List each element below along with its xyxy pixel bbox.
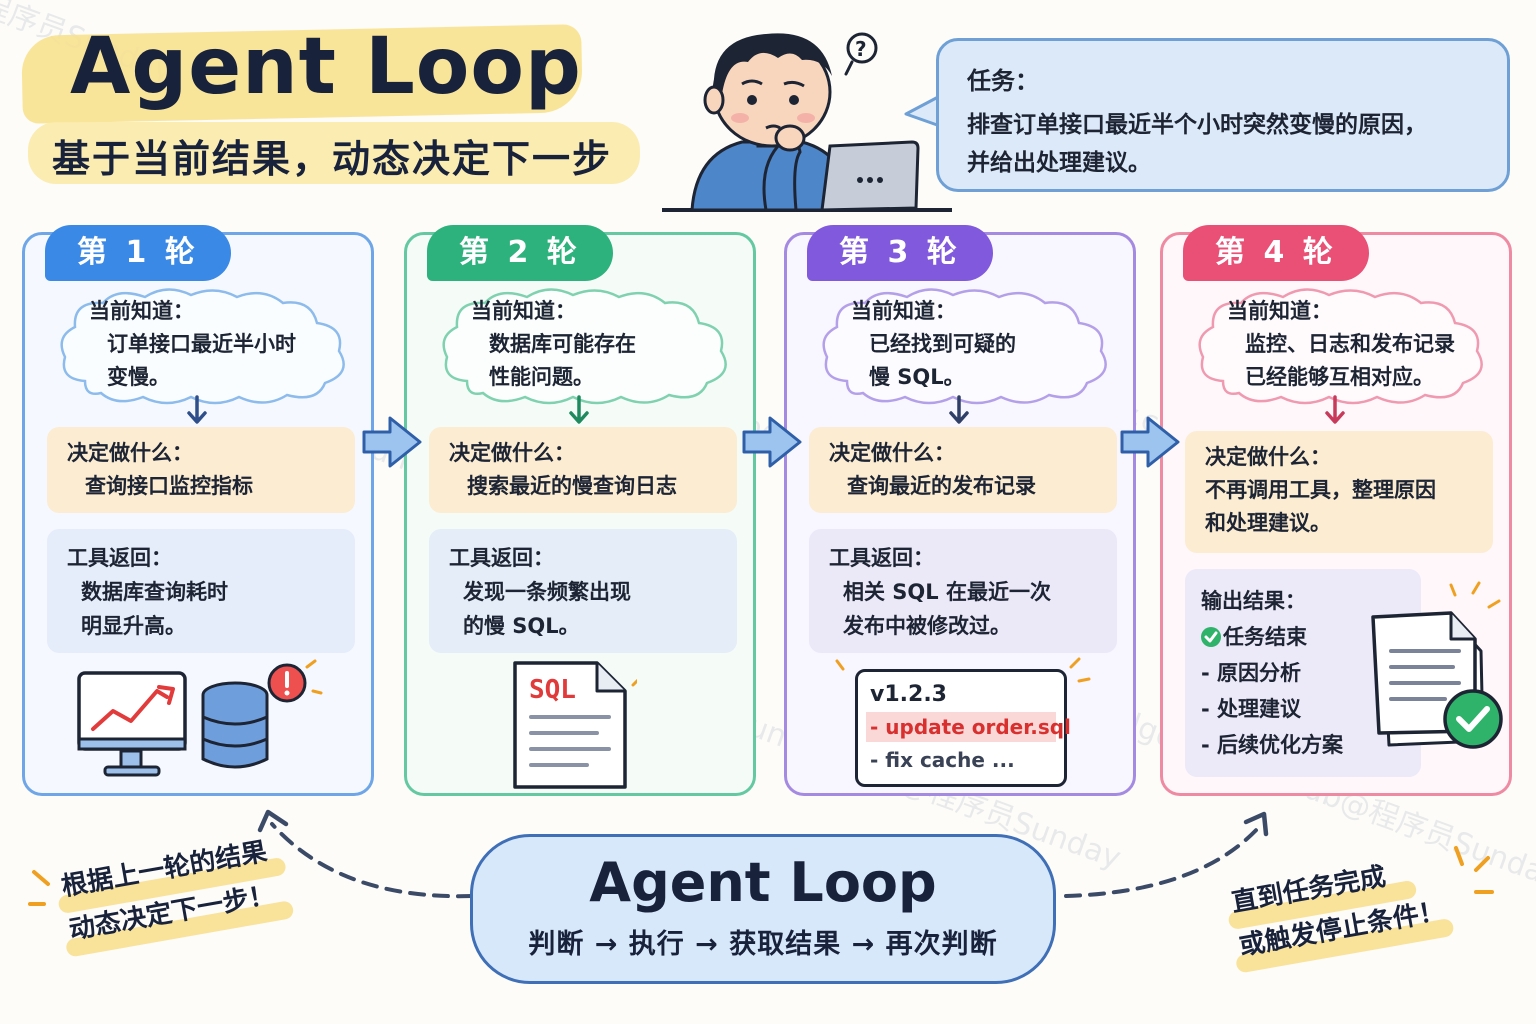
loop-forward-arrow	[1064, 811, 1269, 898]
known-text: 性能问题。	[489, 365, 594, 389]
tool-text: 数据库查询耗时	[81, 580, 228, 604]
arrow-down-icon	[569, 395, 589, 424]
known-text: 慢 SQL。	[869, 365, 965, 389]
known-cloud: 当前知道： 已经找到可疑的 慢 SQL。	[817, 287, 1117, 407]
monitor-database-illustration	[77, 659, 323, 777]
known-text: 已经能够互相对应。	[1245, 365, 1434, 389]
sparkle-icon	[1454, 846, 1494, 894]
loop-back-arrow	[257, 809, 474, 899]
left-note: 根据上一轮的结果 动态决定下一步！	[57, 830, 295, 958]
svg-text:?: ?	[855, 37, 867, 61]
speech-bubble-tail	[904, 94, 941, 128]
sql-label: SQL	[529, 675, 576, 705]
completed-document-icon	[1371, 581, 1503, 749]
loop-title: Agent Loop	[589, 851, 937, 914]
known-cloud: 当前知道： 订单接口最近半小时 变慢。	[55, 287, 355, 407]
decide-box: 决定做什么： 查询最近的发布记录	[809, 427, 1117, 513]
known-label: 当前知道：	[851, 299, 956, 323]
tool-text: 的慢 SQL。	[463, 614, 580, 638]
task-bubble: 任务： 排查订单接口最近半个小时突然变慢的原因， 并给出处理建议。	[936, 38, 1510, 192]
thinking-person-illustration: ?	[662, 32, 952, 212]
sparkle-icon	[28, 870, 50, 906]
tool-label: 工具返回：	[829, 546, 934, 570]
output-item: - 处理建议	[1201, 697, 1302, 721]
decide-label: 决定做什么：	[67, 441, 193, 465]
page-subtitle: 基于当前结果，动态决定下一步	[52, 137, 613, 181]
release-record-card: v1.2.3 - update order.sql - fix cache ..…	[855, 669, 1071, 787]
known-label: 当前知道：	[89, 299, 194, 323]
arrow-right-icon	[742, 416, 802, 468]
tool-result-box: 工具返回： 发现一条频繁出现 的慢 SQL。	[429, 529, 737, 653]
decide-text: 查询最近的发布记录	[847, 474, 1036, 498]
release-change-highlight: - update order.sql	[866, 712, 1071, 742]
check-icon	[1201, 627, 1221, 647]
known-text: 订单接口最近半小时	[107, 332, 296, 356]
known-text: 数据库可能存在	[489, 332, 636, 356]
known-text: 变慢。	[107, 365, 170, 389]
decide-text: 搜索最近的慢查询日志	[467, 474, 677, 498]
known-text: 监控、日志和发布记录	[1245, 332, 1455, 356]
subtitle-highlight	[28, 122, 640, 184]
tool-result-box: 工具返回： 数据库查询耗时 明显升高。	[47, 529, 355, 653]
arrow-down-icon	[1325, 395, 1345, 424]
round-badge: 第 4 轮	[1183, 225, 1369, 281]
tool-label: 工具返回：	[449, 546, 554, 570]
tool-text: 发现一条频繁出现	[463, 580, 631, 604]
tool-text: 发布中被修改过。	[843, 614, 1011, 638]
decide-label: 决定做什么：	[1205, 445, 1331, 469]
task-line: 排查订单接口最近半个小时突然变慢的原因，	[967, 112, 1427, 138]
decide-text: 不再调用工具，整理原因	[1205, 478, 1436, 502]
page-title: Agent Loop	[70, 22, 582, 112]
known-text: 已经找到可疑的	[869, 332, 1016, 356]
output-item-done: 任务结束	[1201, 619, 1405, 655]
output-label: 输出结果：	[1201, 589, 1306, 613]
decide-box: 决定做什么： 查询接口监控指标	[47, 427, 355, 513]
round-3-panel: 第 3 轮 当前知道： 已经找到可疑的 慢 SQL。 决定做什么： 查询最近的发…	[784, 225, 1136, 796]
known-label: 当前知道：	[471, 299, 576, 323]
round-2-panel: 第 2 轮 当前知道： 数据库可能存在 性能问题。 决定做什么： 搜索最近的慢查…	[404, 225, 756, 796]
release-change: - fix cache ...	[870, 748, 1015, 772]
output-item: - 原因分析	[1201, 661, 1302, 685]
decide-text: 和处理建议。	[1205, 511, 1331, 535]
known-cloud: 当前知道： 数据库可能存在 性能问题。	[437, 287, 737, 407]
arrow-down-icon	[949, 395, 969, 424]
known-label: 当前知道：	[1227, 299, 1332, 323]
known-cloud: 当前知道： 监控、日志和发布记录 已经能够互相对应。	[1193, 287, 1493, 407]
decide-box: 决定做什么： 搜索最近的慢查询日志	[429, 427, 737, 513]
sql-document-icon: SQL	[507, 659, 637, 791]
task-label: 任务：	[967, 67, 1039, 95]
decide-label: 决定做什么：	[829, 441, 955, 465]
arrow-down-icon	[187, 395, 207, 424]
release-version: v1.2.3	[870, 682, 947, 707]
arrow-right-icon	[1120, 416, 1180, 468]
decide-label: 决定做什么：	[449, 441, 575, 465]
tool-text: 相关 SQL 在最近一次	[843, 580, 1051, 604]
round-1-panel: 第 1 轮 当前知道： 订单接口最近半小时 变慢。 决定做什么： 查询接口监控指…	[22, 225, 374, 796]
arrow-right-icon	[362, 416, 422, 468]
decide-text: 查询接口监控指标	[85, 474, 253, 498]
round-badge: 第 2 轮	[427, 225, 613, 281]
tool-result-box: 工具返回： 相关 SQL 在最近一次 发布中被修改过。	[809, 529, 1117, 653]
round-badge: 第 3 轮	[807, 225, 993, 281]
output-item-text: 任务结束	[1223, 625, 1307, 649]
round-4-panel: 第 4 轮 当前知道： 监控、日志和发布记录 已经能够互相对应。 决定做什么： …	[1160, 225, 1512, 796]
round-badge: 第 1 轮	[45, 225, 231, 281]
tool-text: 明显升高。	[81, 614, 186, 638]
output-item: - 后续优化方案	[1201, 733, 1344, 757]
task-line: 并给出处理建议。	[967, 150, 1151, 176]
agent-loop-box: Agent Loop 判断 → 执行 → 获取结果 → 再次判断	[470, 834, 1056, 984]
loop-subtitle: 判断 → 执行 → 获取结果 → 再次判断	[528, 929, 998, 960]
decide-box: 决定做什么： 不再调用工具，整理原因 和处理建议。	[1185, 431, 1493, 553]
tool-label: 工具返回：	[67, 546, 172, 570]
sparkle-icon	[835, 657, 1091, 683]
